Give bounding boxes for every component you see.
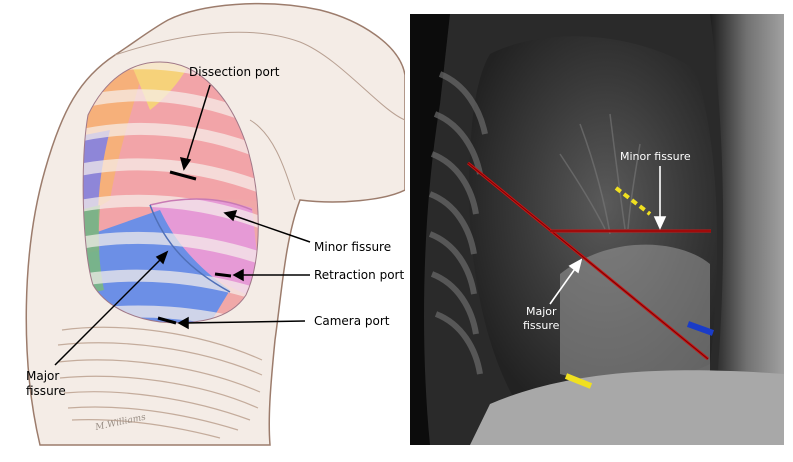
posterior-ribs xyxy=(428,71,488,375)
yellow-dashed-marker xyxy=(614,186,652,216)
major-fissure-line-core xyxy=(467,162,709,360)
major-fissure-label-line2: fissure xyxy=(26,384,66,398)
shoulder-outline xyxy=(114,31,405,121)
dissection-port-marker xyxy=(169,170,197,181)
major-fissure-label-xray-line2: fissure xyxy=(523,319,560,332)
lateral-chest-radiograph: Minor fissure Major fissure xyxy=(410,14,784,445)
major-fissure-label-line1: Major xyxy=(26,369,59,383)
minor-fissure-arrow xyxy=(231,214,311,243)
blue-port-marker xyxy=(686,321,715,336)
major-fissure-label-xray-line1: Major xyxy=(526,305,557,318)
illustration-svg: Dissection port Minor fissure Retraction… xyxy=(25,2,405,446)
camera-port-marker xyxy=(157,316,177,325)
retraction-port-label: Retraction port xyxy=(314,268,404,282)
yellow-port-marker xyxy=(564,373,593,389)
thoracoscopy-illustration: Dissection port Minor fissure Retraction… xyxy=(25,2,405,446)
camera-port-label: Camera port xyxy=(314,314,390,328)
lung-outline xyxy=(82,61,259,324)
radiograph-svg: Minor fissure Major fissure xyxy=(410,14,784,445)
retraction-port-marker xyxy=(214,272,232,278)
lower-ribs xyxy=(57,326,263,439)
minor-fissure-label-xray: Minor fissure xyxy=(620,150,691,163)
camera-port-arrow xyxy=(184,320,306,324)
dissection-port-arrow xyxy=(185,84,211,164)
major-fissure-arrow-xray xyxy=(549,265,578,305)
minor-fissure-label: Minor fissure xyxy=(314,240,391,254)
dissection-port-label: Dissection port xyxy=(189,65,280,79)
major-fissure-arrow xyxy=(54,256,164,366)
axilla-outline xyxy=(249,119,296,201)
diaphragm xyxy=(470,370,784,445)
